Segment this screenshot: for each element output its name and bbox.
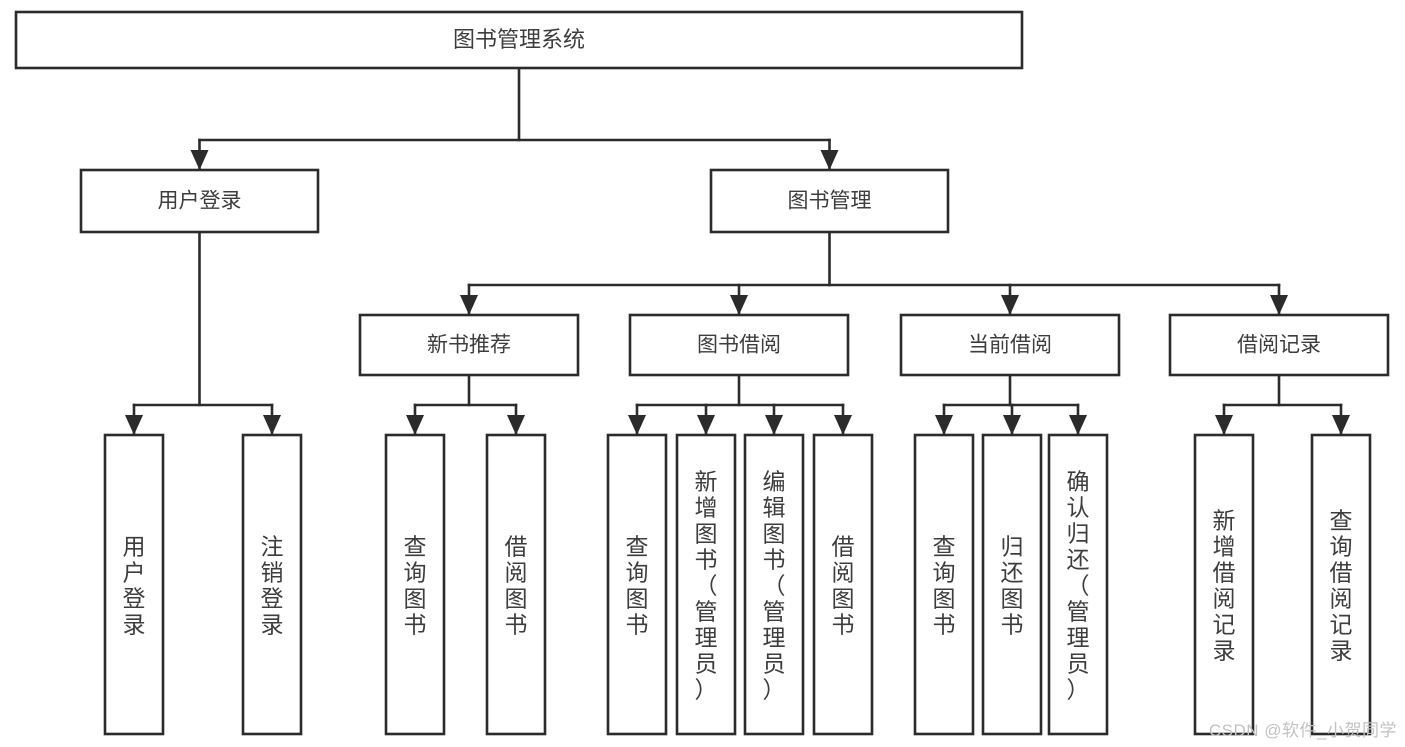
node-user-login[interactable]: 用户登录 — [79, 168, 320, 234]
arrow-head-icon — [730, 295, 748, 315]
node-label-leaf-query-book-rec: 查询图书 — [404, 534, 427, 638]
connector-group-new-book-rec — [406, 373, 525, 437]
watermark: CSDN @软件_小贺同学 — [1208, 721, 1397, 740]
node-label-leaf-borrow-book-rec: 借阅图书 — [505, 534, 528, 638]
node-label-leaf-return-book: 归还图书 — [1001, 534, 1024, 638]
arrow-head-icon — [507, 415, 525, 435]
node-current-borrow[interactable]: 当前借阅 — [899, 313, 1121, 377]
connectors-layer — [125, 66, 1350, 437]
node-label-leaf-query-book-cur: 查询图书 — [933, 534, 956, 638]
node-label-leaf-user-login: 用户登录 — [123, 534, 146, 638]
node-box-new-book-rec — [358, 313, 580, 377]
node-leaf-query-book-rec[interactable]: 查询图书 — [384, 433, 446, 736]
node-leaf-query-book-cur[interactable]: 查询图书 — [913, 433, 975, 736]
node-leaf-query-record[interactable]: 查询借阅记录 — [1310, 433, 1372, 736]
node-box-current-borrow — [899, 313, 1121, 377]
node-label-leaf-logout: 注销登录 — [261, 534, 284, 638]
node-label-new-book-rec: 新书推荐 — [427, 334, 511, 357]
node-box-leaf-add-book — [675, 433, 737, 736]
arrow-head-icon — [765, 415, 783, 435]
node-box-book-manage — [709, 168, 950, 234]
node-box-leaf-return-book — [981, 433, 1043, 736]
node-borrow-record[interactable]: 借阅记录 — [1168, 313, 1390, 377]
node-label-leaf-confirm-return: 确认归还（管理员） — [1067, 469, 1090, 703]
node-leaf-user-login[interactable]: 用户登录 — [103, 433, 165, 736]
node-leaf-query-book-borrow[interactable]: 查询图书 — [606, 433, 668, 736]
connector-group-current-borrow — [935, 373, 1087, 437]
node-box-leaf-query-book-borrow — [606, 433, 668, 736]
node-label-leaf-borrow-book: 借阅图书 — [832, 534, 855, 638]
arrow-head-icon — [1270, 295, 1288, 315]
node-box-leaf-borrow-book-rec — [485, 433, 547, 736]
connector-group-root — [190, 66, 839, 172]
node-label-leaf-query-book-borrow: 查询图书 — [626, 534, 649, 638]
node-box-user-login — [79, 168, 320, 234]
node-box-leaf-query-book-cur — [913, 433, 975, 736]
connector-group-borrow-record — [1215, 373, 1350, 437]
node-box-leaf-borrow-book — [812, 433, 874, 736]
connector-group-book-manage — [460, 230, 1288, 317]
node-box-leaf-confirm-return — [1047, 433, 1109, 736]
node-box-borrow-record — [1168, 313, 1390, 377]
arrow-head-icon — [1003, 415, 1021, 435]
arrow-head-icon — [697, 415, 715, 435]
node-label-current-borrow: 当前借阅 — [968, 334, 1052, 357]
node-leaf-edit-book[interactable]: 编辑图书（管理员） — [743, 433, 805, 736]
node-leaf-confirm-return[interactable]: 确认归还（管理员） — [1047, 433, 1109, 736]
node-box-leaf-user-login — [103, 433, 165, 736]
arrow-head-icon — [935, 415, 953, 435]
node-label-leaf-edit-book: 编辑图书（管理员） — [763, 469, 786, 703]
node-leaf-borrow-book-rec[interactable]: 借阅图书 — [485, 433, 547, 736]
node-label-root: 图书管理系统 — [453, 27, 585, 52]
node-leaf-logout[interactable]: 注销登录 — [241, 433, 303, 736]
node-box-root — [14, 10, 1024, 70]
arrow-head-icon — [628, 415, 646, 435]
node-box-leaf-query-record — [1310, 433, 1372, 736]
arrow-head-icon — [1332, 415, 1350, 435]
node-leaf-borrow-book[interactable]: 借阅图书 — [812, 433, 874, 736]
nodes-layer: 图书管理系统用户登录图书管理新书推荐图书借阅当前借阅借阅记录用户登录注销登录查询… — [14, 10, 1390, 736]
arrow-head-icon — [834, 415, 852, 435]
node-label-book-manage: 图书管理 — [788, 190, 872, 213]
node-box-leaf-query-book-rec — [384, 433, 446, 736]
node-label-user-login: 用户登录 — [158, 190, 242, 213]
arrow-head-icon — [820, 150, 839, 170]
node-leaf-return-book[interactable]: 归还图书 — [981, 433, 1043, 736]
node-book-borrow[interactable]: 图书借阅 — [628, 313, 850, 377]
arrow-head-icon — [1069, 415, 1087, 435]
arrow-head-icon — [406, 415, 424, 435]
node-box-leaf-logout — [241, 433, 303, 736]
node-new-book-rec[interactable]: 新书推荐 — [358, 313, 580, 377]
node-leaf-add-record[interactable]: 新增借阅记录 — [1193, 433, 1255, 736]
node-box-leaf-add-record — [1193, 433, 1255, 736]
node-label-leaf-add-record: 新增借阅记录 — [1213, 508, 1236, 664]
node-root[interactable]: 图书管理系统 — [14, 10, 1024, 70]
arrow-head-icon — [460, 295, 478, 315]
connector-group-book-borrow — [628, 373, 852, 437]
arrow-head-icon — [190, 150, 209, 170]
connector-group-user-login — [125, 230, 281, 437]
node-label-leaf-add-book: 新增图书（管理员） — [695, 469, 718, 703]
node-leaf-add-book[interactable]: 新增图书（管理员） — [675, 433, 737, 736]
node-label-book-borrow: 图书借阅 — [697, 334, 781, 357]
node-box-leaf-edit-book — [743, 433, 805, 736]
arrow-head-icon — [125, 415, 143, 435]
arrow-head-icon — [1215, 415, 1233, 435]
node-book-manage[interactable]: 图书管理 — [709, 168, 950, 234]
arrow-head-icon — [263, 415, 281, 435]
node-label-borrow-record: 借阅记录 — [1237, 334, 1321, 357]
node-label-leaf-query-record: 查询借阅记录 — [1330, 508, 1353, 664]
node-box-book-borrow — [628, 313, 850, 377]
arrow-head-icon — [1001, 295, 1019, 315]
